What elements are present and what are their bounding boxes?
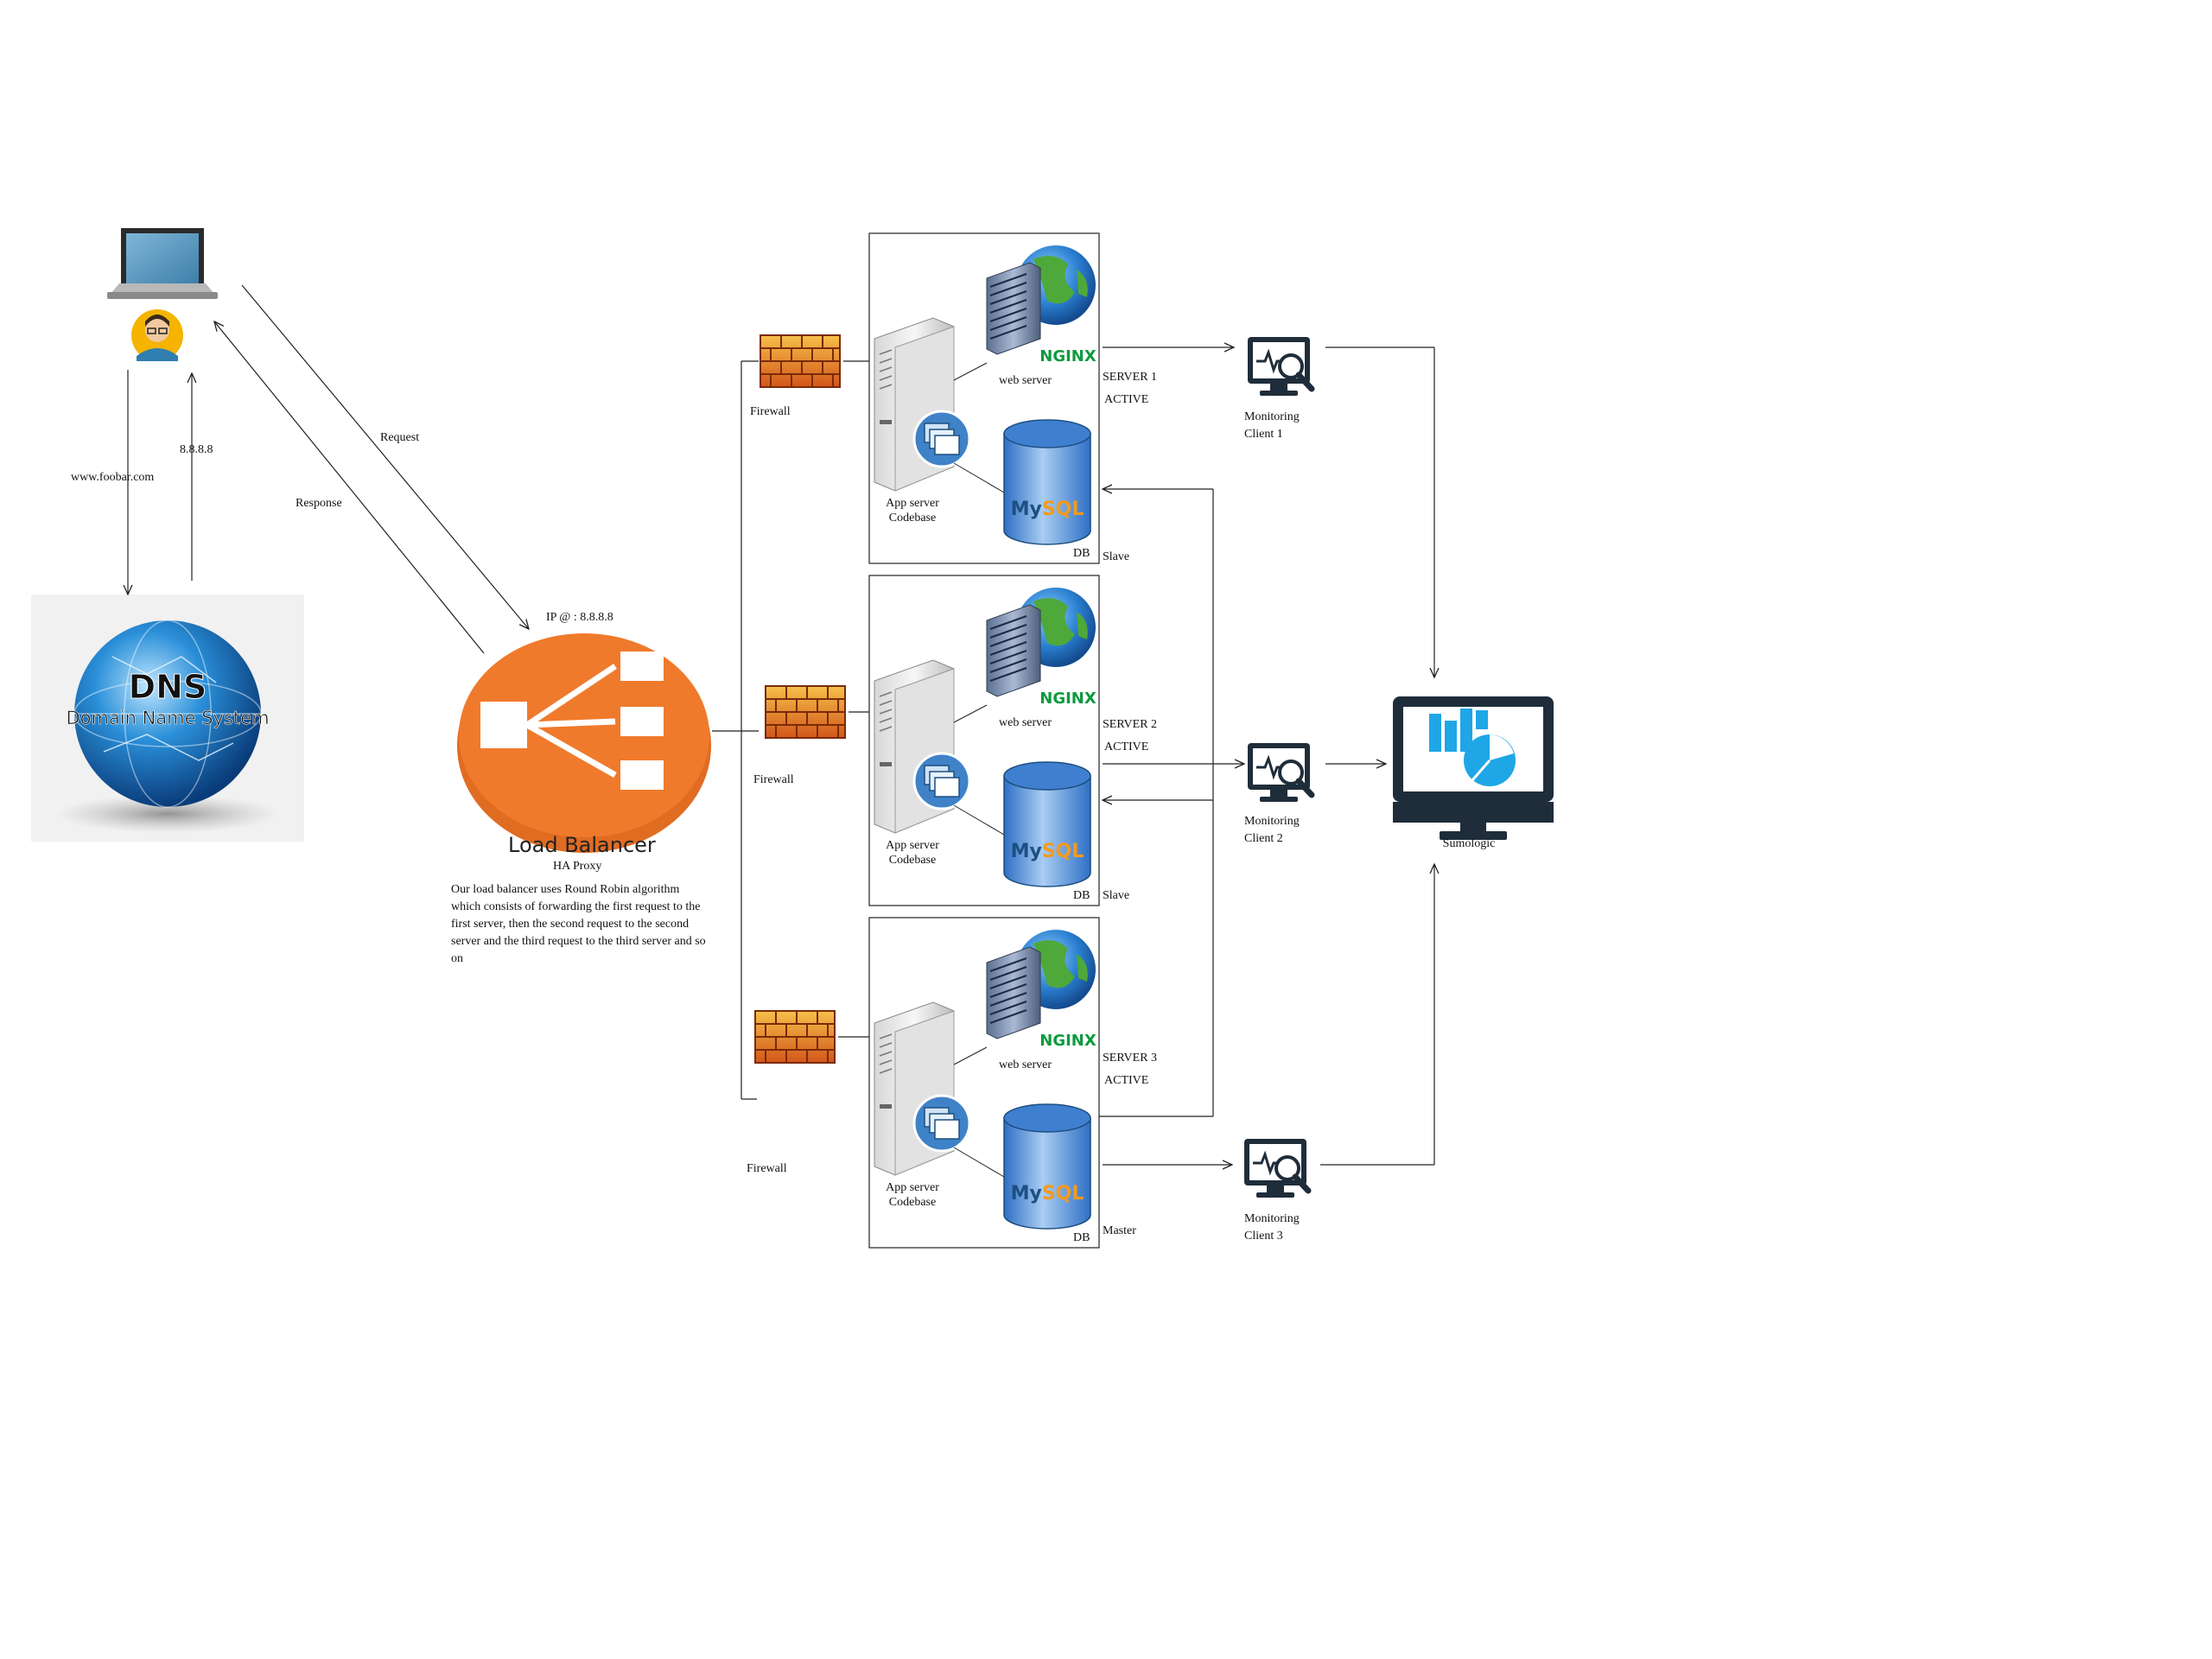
nginx-logo: NGINX	[1039, 690, 1096, 708]
dns-answer-label: 8.8.8.8	[180, 443, 213, 456]
db-role-label: Slave	[1103, 550, 1130, 563]
mysql-logo: MySQL	[1011, 499, 1084, 520]
db-label: DB	[1073, 547, 1090, 560]
web-server-icon: NGINX	[986, 588, 1096, 708]
server-name-label: SERVER 1	[1103, 371, 1158, 384]
app-server-label: App server	[886, 497, 939, 510]
firewall-label: Firewall	[753, 773, 794, 786]
mysql-logo: MySQL	[1011, 841, 1084, 862]
monitoring-client-icon	[1244, 1139, 1312, 1198]
laptop-icon	[107, 228, 218, 299]
lb-bus-lines	[712, 360, 759, 1100]
codebase-icon	[912, 1094, 971, 1153]
codebase-label: Codebase	[888, 854, 937, 867]
monitoring-label: Monitoring	[1244, 410, 1300, 423]
server-status-label: ACTIVE	[1104, 1074, 1149, 1087]
monitoring-client-icon	[1248, 743, 1315, 802]
web-server-label: web server	[999, 716, 1052, 729]
lb-title: Load Balancer	[508, 833, 656, 857]
server-box	[868, 575, 1100, 906]
dns-title: DNS	[129, 668, 207, 706]
codebase-icon	[912, 752, 971, 810]
server-box	[868, 917, 1100, 1249]
monitoring-client-icon	[1248, 337, 1315, 396]
sumologic-label: Sumologic	[1442, 837, 1496, 850]
server-name-label: SERVER 3	[1103, 1052, 1158, 1065]
web-server-icon: NGINX	[986, 245, 1096, 365]
dns-query-label: www.foobar.com	[71, 471, 155, 484]
codebase-icon	[912, 410, 971, 468]
dns-globe-icon: DNS Domain Name System	[31, 594, 304, 842]
lb-ip-label: IP @ : 8.8.8.8	[546, 611, 613, 624]
server-block-3: NGINX MySQL	[754, 917, 1100, 1249]
app-server-label: App server	[886, 1181, 939, 1194]
web-server-label: web server	[999, 1058, 1052, 1071]
firewall-icon	[754, 1010, 836, 1064]
mysql-db-icon: MySQL	[1003, 761, 1091, 887]
dns-subtitle: Domain Name System	[66, 708, 269, 728]
monitoring-label: Monitoring	[1244, 815, 1300, 828]
nginx-logo: NGINX	[1039, 347, 1096, 365]
app-server-label: App server	[886, 839, 939, 852]
monitoring-label: Monitoring	[1244, 1212, 1300, 1225]
monitoring-connectors	[1103, 347, 1434, 1165]
user-avatar-icon	[131, 309, 183, 361]
firewall-label: Firewall	[747, 1162, 787, 1175]
codebase-label: Codebase	[888, 512, 937, 524]
db-label: DB	[1073, 889, 1090, 902]
db-role-label: Master	[1103, 1224, 1136, 1237]
db-replication-lines	[1099, 489, 1214, 1117]
firewall-icon	[760, 334, 841, 388]
codebase-label: Codebase	[888, 1196, 937, 1209]
monitoring-client-label: Client 3	[1244, 1230, 1283, 1243]
db-label: DB	[1073, 1231, 1090, 1244]
server-box	[868, 232, 1100, 564]
web-server-icon: NGINX	[986, 930, 1096, 1050]
mysql-db-icon: MySQL	[1003, 1103, 1091, 1230]
server-block-2: NGINX MySQL	[765, 575, 1100, 906]
mysql-logo: MySQL	[1011, 1183, 1084, 1205]
response-label: Response	[296, 497, 342, 510]
mysql-db-icon: MySQL	[1003, 419, 1091, 545]
web-server-label: web server	[999, 374, 1052, 387]
firewall-label: Firewall	[750, 405, 791, 418]
request-arrow	[241, 284, 529, 629]
response-arrow	[214, 321, 485, 654]
server-block-1: NGINX MySQL	[760, 232, 1100, 564]
server-status-label: ACTIVE	[1104, 741, 1149, 753]
load-balancer-icon	[457, 633, 711, 853]
nginx-logo: NGINX	[1039, 1032, 1096, 1050]
request-label: Request	[380, 431, 420, 444]
lb-description: Our load balancer uses Round Robin algor…	[451, 883, 706, 965]
sumologic-icon	[1393, 696, 1554, 840]
firewall-icon	[765, 685, 846, 739]
monitoring-client-label: Client 2	[1244, 832, 1283, 845]
db-role-label: Slave	[1103, 889, 1130, 902]
monitoring-client-label: Client 1	[1244, 428, 1283, 441]
lb-subtitle: HA Proxy	[553, 860, 602, 873]
server-name-label: SERVER 2	[1103, 718, 1158, 731]
server-status-label: ACTIVE	[1104, 393, 1149, 406]
